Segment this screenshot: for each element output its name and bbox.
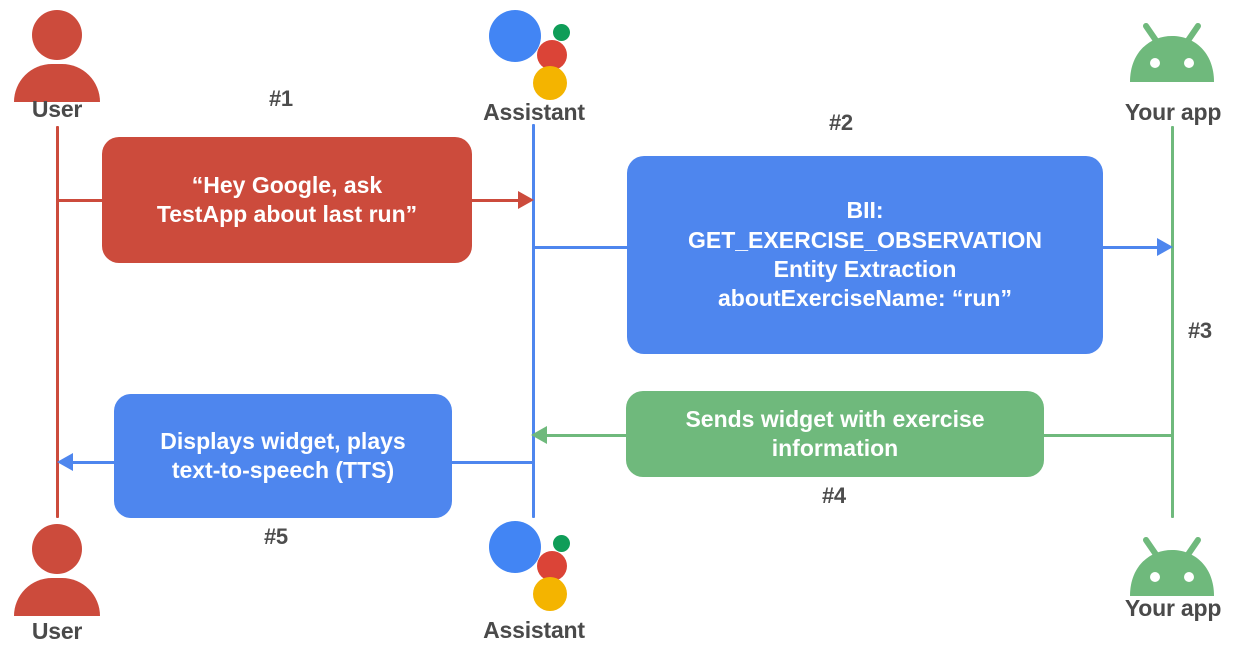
actor-label-assistant-top: Assistant	[483, 99, 585, 125]
message-box-step1[interactable]: “Hey Google, ask TestApp about last run”	[102, 137, 472, 263]
android-robot-svg	[1130, 23, 1214, 82]
assistant-green-dot	[553, 535, 570, 552]
message-step4-line-2: information	[771, 435, 899, 461]
message-step5-line-2: text-to-speech (TTS)	[171, 457, 395, 483]
arrowhead-step1-right	[518, 191, 534, 209]
message-step2-line-1: BII:	[846, 197, 884, 224]
step-label-4: #4	[822, 483, 846, 508]
step-label-5: #5	[264, 524, 288, 549]
assistant-green-dot	[553, 24, 570, 41]
assistant-yellow-dot	[533, 66, 567, 100]
message-box-step4[interactable]: Sends widget with exercise information	[626, 391, 1044, 477]
message-box-step2[interactable]: BII: GET_EXERCISE_OBSERVATION Entity Ext…	[627, 156, 1103, 354]
message-box-step5[interactable]: Displays widget, plays text-to-speech (T…	[114, 394, 452, 518]
arrowhead-step5-left	[57, 453, 73, 471]
message-step1-line-1: “Hey Google, ask	[191, 171, 383, 198]
google-assistant-icon-bottom	[489, 519, 581, 611]
actor-label-app-bottom: Your app	[1124, 595, 1222, 621]
arrowhead-step4-left	[531, 426, 547, 444]
assistant-blue-dot	[489, 521, 541, 573]
step-label-3: #3	[1188, 318, 1212, 343]
assistant-red-dot	[537, 551, 567, 581]
message-box-step1-text: “Hey Google, ask TestApp about last run”	[157, 171, 417, 230]
android-robot-icon-bottom	[1124, 530, 1220, 602]
assistant-yellow-dot	[533, 577, 567, 611]
user-body-shape	[14, 578, 100, 616]
message-step2-line-4: aboutExerciseName: “run”	[718, 285, 1012, 312]
actor-label-user-bottom: User	[31, 618, 83, 644]
step-label-1: #1	[269, 86, 293, 111]
android-robot-svg	[1130, 537, 1214, 596]
actor-label-user-top: User	[31, 96, 83, 122]
android-robot-icon-top	[1124, 16, 1220, 88]
lifeline-assistant	[532, 124, 535, 518]
message-box-step4-text: Sends widget with exercise information	[685, 405, 984, 464]
assistant-red-dot	[537, 40, 567, 70]
lifeline-app	[1171, 126, 1174, 518]
step-label-2: #2	[829, 110, 853, 135]
arrowhead-step2-right	[1157, 238, 1173, 256]
message-step2-line-3: Entity Extraction	[773, 256, 957, 282]
assistant-blue-dot	[489, 10, 541, 62]
user-head-shape	[32, 10, 82, 60]
lifeline-user	[56, 126, 59, 518]
actor-label-app-top: Your app	[1124, 99, 1222, 125]
message-box-step2-text: BII: GET_EXERCISE_OBSERVATION Entity Ext…	[688, 196, 1042, 314]
message-step5-line-1: Displays widget, plays	[160, 427, 406, 454]
user-head-shape	[32, 524, 82, 574]
message-step1-line-2: TestApp about last run”	[156, 201, 418, 227]
message-step2-line-2: GET_EXERCISE_OBSERVATION	[687, 226, 1043, 253]
google-assistant-icon-top	[489, 8, 581, 100]
actor-label-assistant-bottom: Assistant	[483, 617, 585, 643]
user-icon-bottom	[14, 524, 100, 616]
message-box-step5-text: Displays widget, plays text-to-speech (T…	[160, 427, 405, 486]
user-icon-top	[14, 10, 100, 102]
message-step4-line-1: Sends widget with exercise	[685, 405, 985, 432]
